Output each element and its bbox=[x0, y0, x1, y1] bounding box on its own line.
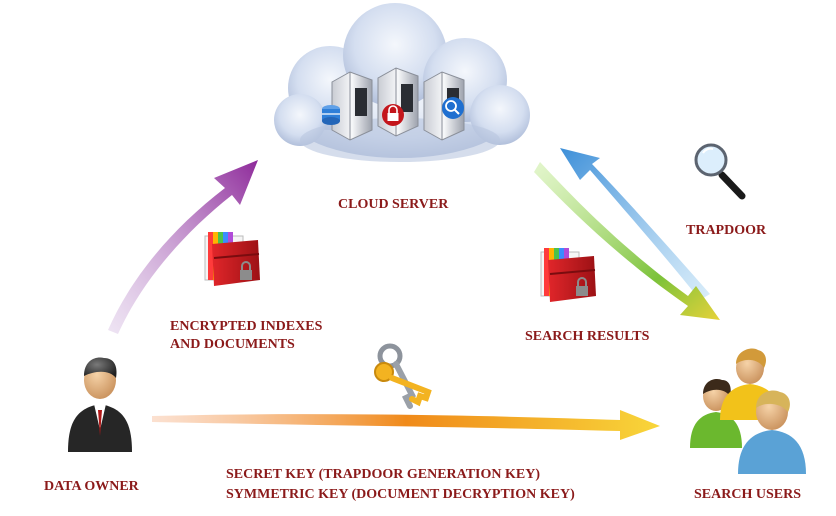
data-owner-label: DATA OWNER bbox=[44, 479, 139, 494]
database-server-icon bbox=[322, 71, 373, 141]
trapdoor-label: TRAPDOOR bbox=[686, 223, 767, 238]
magnifier-icon bbox=[694, 143, 746, 200]
key-distribution-arrow bbox=[152, 410, 660, 440]
search-results-label: SEARCH RESULTS bbox=[525, 329, 650, 344]
symmetric-key-label: SYMMETRIC KEY (DOCUMENT DECRYPTION KEY) bbox=[226, 487, 575, 502]
locked-folder-icon bbox=[204, 232, 260, 286]
cloud-server-label: CLOUD SERVER bbox=[338, 197, 449, 212]
lock-server-icon bbox=[377, 67, 419, 137]
keys-icon bbox=[374, 343, 432, 409]
search-server-icon bbox=[423, 71, 465, 141]
upload-arrow bbox=[108, 160, 258, 334]
data-owner-person-icon bbox=[68, 357, 132, 452]
secret-key-label: SECRET KEY (TRAPDOOR GENERATION KEY) bbox=[226, 467, 541, 482]
encrypted-indexes-label: ENCRYPTED INDEXES bbox=[170, 319, 323, 334]
encrypted-documents-label: AND DOCUMENTS bbox=[170, 337, 295, 352]
trapdoor-arrow bbox=[560, 148, 710, 300]
search-results-arrow bbox=[534, 162, 720, 320]
locked-folder-icon bbox=[540, 248, 596, 302]
search-users-group-icon bbox=[690, 348, 806, 474]
search-users-label: SEARCH USERS bbox=[694, 487, 801, 502]
